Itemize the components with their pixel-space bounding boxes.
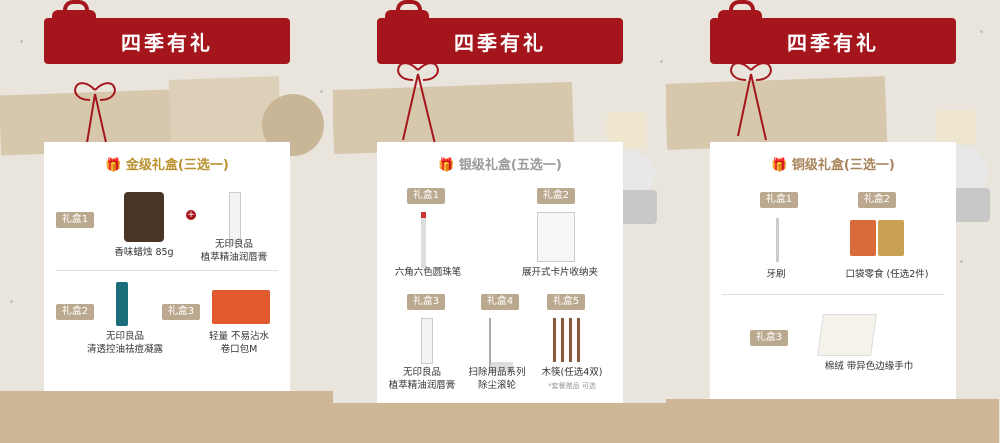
tag-box-3: 礼盒3	[407, 294, 445, 310]
pen-image	[421, 212, 426, 268]
gel-tube-image	[116, 282, 128, 326]
tag-box-2: 礼盒2	[56, 304, 94, 320]
tag-box-2: 礼盒2	[858, 192, 896, 208]
item-label: 轻量 不易沾水 卷口包M	[208, 331, 270, 355]
box-title: 🎁 金级礼盒(三选一)	[105, 158, 229, 173]
box-title: 🎁 银级礼盒(五选一)	[438, 158, 562, 173]
ribbon-bow-icon	[730, 62, 772, 141]
tag-box-1: 礼盒1	[407, 188, 445, 204]
tag-box-3: 礼盒3	[162, 304, 200, 320]
lint-roller-image	[489, 318, 513, 372]
box-title: 🎁 铜级礼盒(三选一)	[771, 158, 895, 173]
item-label: 棉绒 带异色边缘手巾	[824, 361, 914, 372]
speck	[20, 40, 23, 43]
item-label: 展开式卡片收纳夹	[521, 267, 598, 278]
banner-title: 四季有礼	[377, 18, 623, 64]
ribbon-bow-icon	[397, 62, 439, 145]
item-label: 香味蜡烛 85g	[114, 247, 174, 258]
tag-box-5: 礼盒5	[547, 294, 585, 310]
kraft-bottom	[666, 399, 999, 443]
item-label: 口袋零食 (任选2件)	[845, 269, 929, 280]
lip-balm-image	[421, 318, 433, 364]
speck	[980, 30, 983, 33]
speck	[10, 300, 13, 303]
item-label: 六角六色圆珠笔	[394, 267, 462, 278]
tag-box-2: 礼盒2	[537, 188, 575, 204]
item-label: 无印良品 清透控油祛痘凝露	[86, 331, 163, 355]
chopsticks-image	[553, 318, 583, 362]
pouch-bag-image	[212, 290, 270, 324]
plus-icon: +	[186, 210, 196, 220]
lip-balm-image	[229, 192, 241, 244]
gift-icon: 🎁	[438, 158, 455, 173]
tag-box-1: 礼盒1	[760, 192, 798, 208]
item-label: 无印良品 植萃精油润唇膏	[388, 367, 456, 391]
panel-silver: 四季有礼 🎁 银级礼盒(五选一) 礼盒1 礼盒2 六角六色圆珠笔 展开式卡片收纳…	[333, 0, 666, 443]
item-label: 牙刷	[766, 269, 786, 280]
speck	[960, 260, 963, 263]
toothbrush-image	[776, 218, 779, 262]
gift-icon: 🎁	[105, 158, 122, 173]
ribbon-bow-icon	[74, 82, 116, 161]
kraft-bottom	[333, 403, 666, 443]
towel-image	[817, 314, 877, 356]
tag-box-3: 礼盒3	[750, 330, 788, 346]
separator	[56, 270, 278, 271]
panel-gold: 四季有礼 🎁 金级礼盒(三选一) 礼盒1 + 香味蜡烛 85g 无印良品 植萃精…	[0, 0, 333, 443]
banner-title: 四季有礼	[44, 18, 290, 64]
kraft-bottom	[0, 391, 333, 443]
gift-card: 🎁 铜级礼盒(三选一) 礼盒1 礼盒2 牙刷 口袋零食 (任选2件) 礼盒3 棉…	[710, 142, 956, 443]
card-folder-image	[537, 212, 575, 262]
snack-pack-image	[850, 220, 876, 256]
item-label: 无印良品 植萃精油润唇膏	[200, 239, 268, 263]
tag-box-4: 礼盒4	[481, 294, 519, 310]
speck	[320, 90, 323, 93]
panel-bronze: 四季有礼 🎁 铜级礼盒(三选一) 礼盒1 礼盒2 牙刷 口袋零食 (任选2件) …	[666, 0, 999, 443]
gift-icon: 🎁	[771, 158, 788, 173]
separator	[722, 294, 944, 295]
item-label: 扫除用品系列 除尘滚轮	[468, 367, 526, 391]
candle-jar-image	[124, 192, 164, 242]
speck	[660, 60, 663, 63]
gift-card: 🎁 银级礼盒(五选一) 礼盒1 礼盒2 六角六色圆珠笔 展开式卡片收纳夹 礼盒3…	[377, 142, 623, 443]
diffuser-bottle-icon	[936, 110, 976, 144]
snack-pack-image	[878, 220, 904, 256]
item-note: *套餐赠品 可选	[548, 382, 596, 390]
banner-title: 四季有礼	[710, 18, 956, 64]
tag-box-1: 礼盒1	[56, 212, 94, 228]
item-label: 木筷(任选4双)	[541, 367, 603, 378]
